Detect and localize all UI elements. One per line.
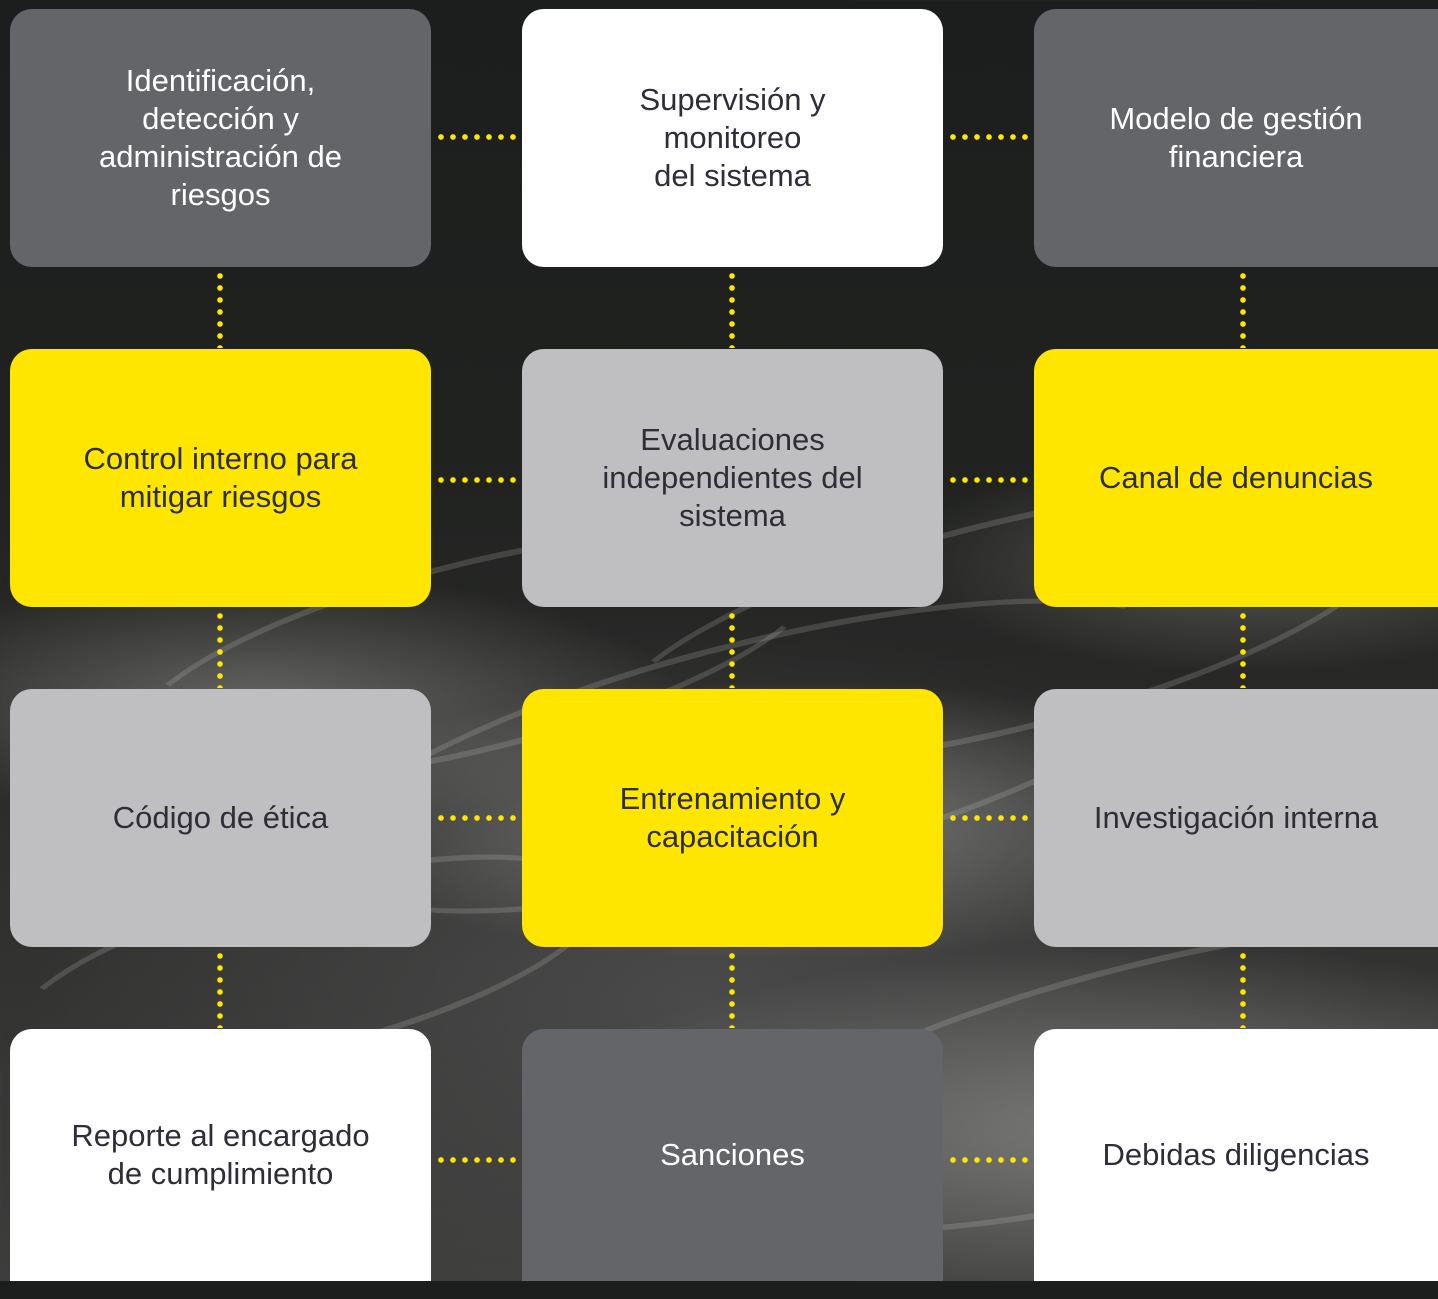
- box-label: Control interno para mitigar riesgos: [83, 441, 358, 514]
- connector-dots-vertical: [729, 270, 735, 348]
- box-ethics-code: Código de ética: [10, 689, 431, 947]
- box-label: Identificación, detección y administraci…: [99, 63, 342, 212]
- box-training: Entrenamiento y capacitación: [522, 689, 943, 947]
- connector-dots-horizontal: [947, 815, 1033, 821]
- connector-dots-horizontal: [947, 1157, 1033, 1163]
- connector-dots-vertical: [729, 950, 735, 1028]
- box-label: Supervisión y monitoreo del sistema: [639, 82, 826, 193]
- connector-dots-vertical: [217, 270, 223, 348]
- connector-dots-horizontal: [435, 477, 521, 483]
- box-risk-identification: Identificación, detección y administraci…: [10, 9, 431, 267]
- box-internal-investigation: Investigación interna: [1034, 689, 1438, 947]
- box-system-supervision: Supervisión y monitoreo del sistema: [522, 9, 943, 267]
- box-label: Evaluaciones independientes del sistema: [602, 422, 863, 533]
- box-whistleblower-channel: Canal de denuncias: [1034, 349, 1438, 607]
- box-label: Código de ética: [112, 800, 329, 835]
- connector-dots-vertical: [1240, 950, 1246, 1028]
- connector-dots-vertical: [1240, 270, 1246, 348]
- box-due-diligence: Debidas diligencias: [1034, 1029, 1438, 1281]
- connector-dots-vertical: [217, 610, 223, 688]
- box-label: Canal de denuncias: [1098, 460, 1374, 495]
- box-internal-control: Control interno para mitigar riesgos: [10, 349, 431, 607]
- connector-dots-horizontal: [947, 134, 1033, 140]
- box-compliance-report: Reporte al encargado de cumplimiento: [10, 1029, 431, 1281]
- box-label: Investigación interna: [1093, 800, 1379, 835]
- box-sanctions: Sanciones: [522, 1029, 943, 1281]
- box-label: Sanciones: [660, 1137, 805, 1172]
- box-independent-evaluations: Evaluaciones independientes del sistema: [522, 349, 943, 607]
- connector-dots-vertical: [729, 610, 735, 688]
- box-label: Reporte al encargado de cumplimiento: [71, 1118, 370, 1191]
- connector-dots-horizontal: [435, 134, 521, 140]
- connector-dots-horizontal: [947, 477, 1033, 483]
- connector-dots-vertical: [217, 950, 223, 1028]
- box-label: Entrenamiento y capacitación: [619, 781, 846, 854]
- box-financial-model: Modelo de gestión financiera: [1034, 9, 1438, 267]
- connector-dots-horizontal: [435, 815, 521, 821]
- box-label: Debidas diligencias: [1102, 1137, 1370, 1172]
- box-label: Modelo de gestión financiera: [1109, 101, 1363, 174]
- connector-dots-horizontal: [435, 1157, 521, 1163]
- connector-dots-vertical: [1240, 610, 1246, 688]
